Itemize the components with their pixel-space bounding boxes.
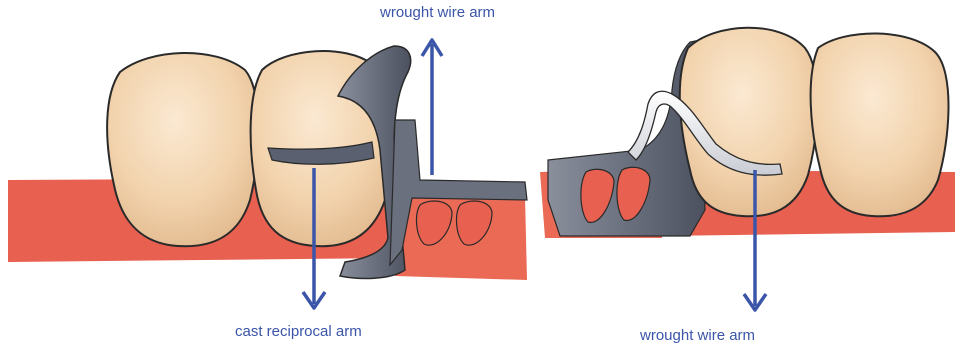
left-scene	[8, 40, 527, 308]
arrow-up	[422, 40, 442, 175]
label-wrought-wire-arm-top: wrought wire arm	[380, 4, 495, 21]
right-scene	[540, 28, 955, 310]
label-cast-reciprocal-arm: cast reciprocal arm	[235, 323, 362, 340]
left-incisor	[107, 53, 258, 246]
right-neighbor-tooth	[811, 33, 949, 216]
label-wrought-wire-arm-bottom: wrought wire arm	[640, 327, 755, 344]
